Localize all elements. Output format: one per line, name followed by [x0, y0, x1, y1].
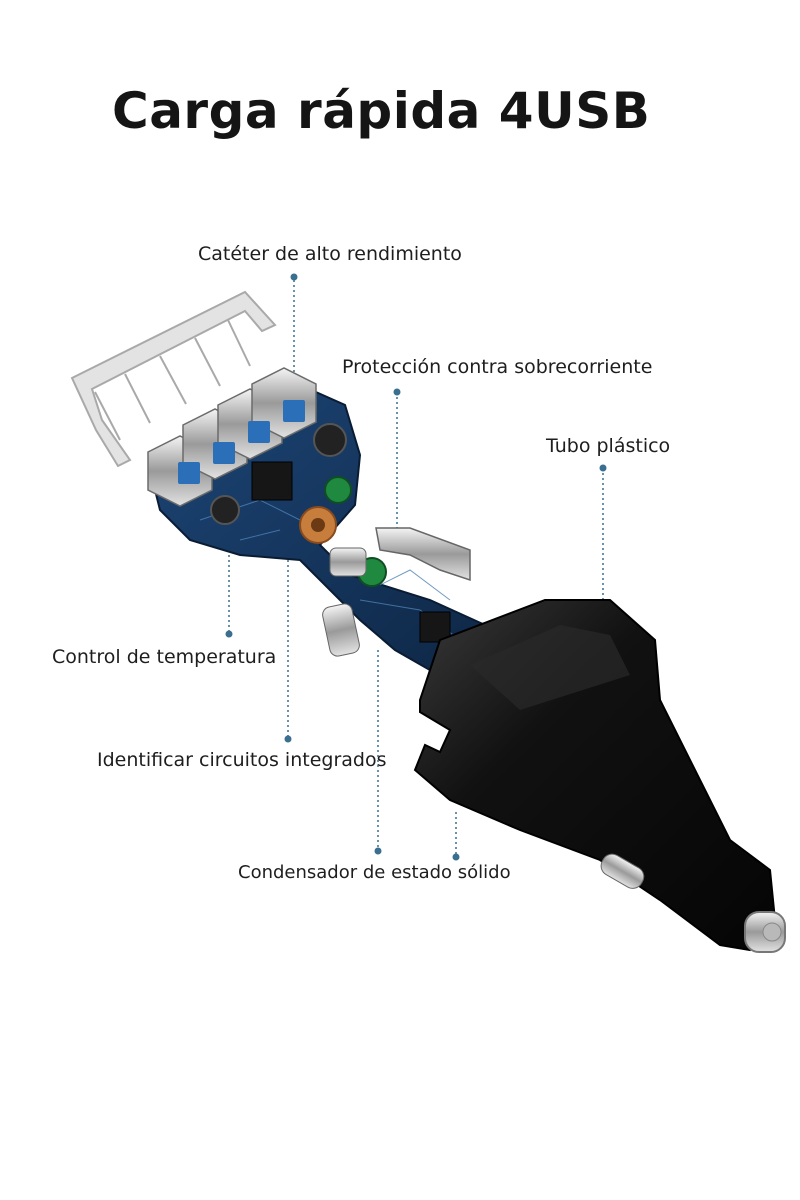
leader-dots	[225, 273, 607, 861]
callout-plastic-tube: Tubo plástico	[546, 435, 671, 457]
callout-integrated-circuits: Identificar circuitos integrados	[97, 749, 387, 771]
page-title: Carga rápida 4USB	[112, 82, 651, 140]
callout-catheter: Catéter de alto rendimiento	[198, 243, 462, 265]
charger-shell	[413, 599, 786, 953]
circuit-board	[147, 367, 487, 672]
callout-overcurrent-protection: Protección contra sobrecorriente	[342, 356, 653, 378]
plastic-frame	[70, 290, 277, 468]
callout-temperature-control: Control de temperatura	[52, 646, 277, 668]
callout-solid-capacitor: Condensador de estado sólido	[238, 862, 511, 883]
